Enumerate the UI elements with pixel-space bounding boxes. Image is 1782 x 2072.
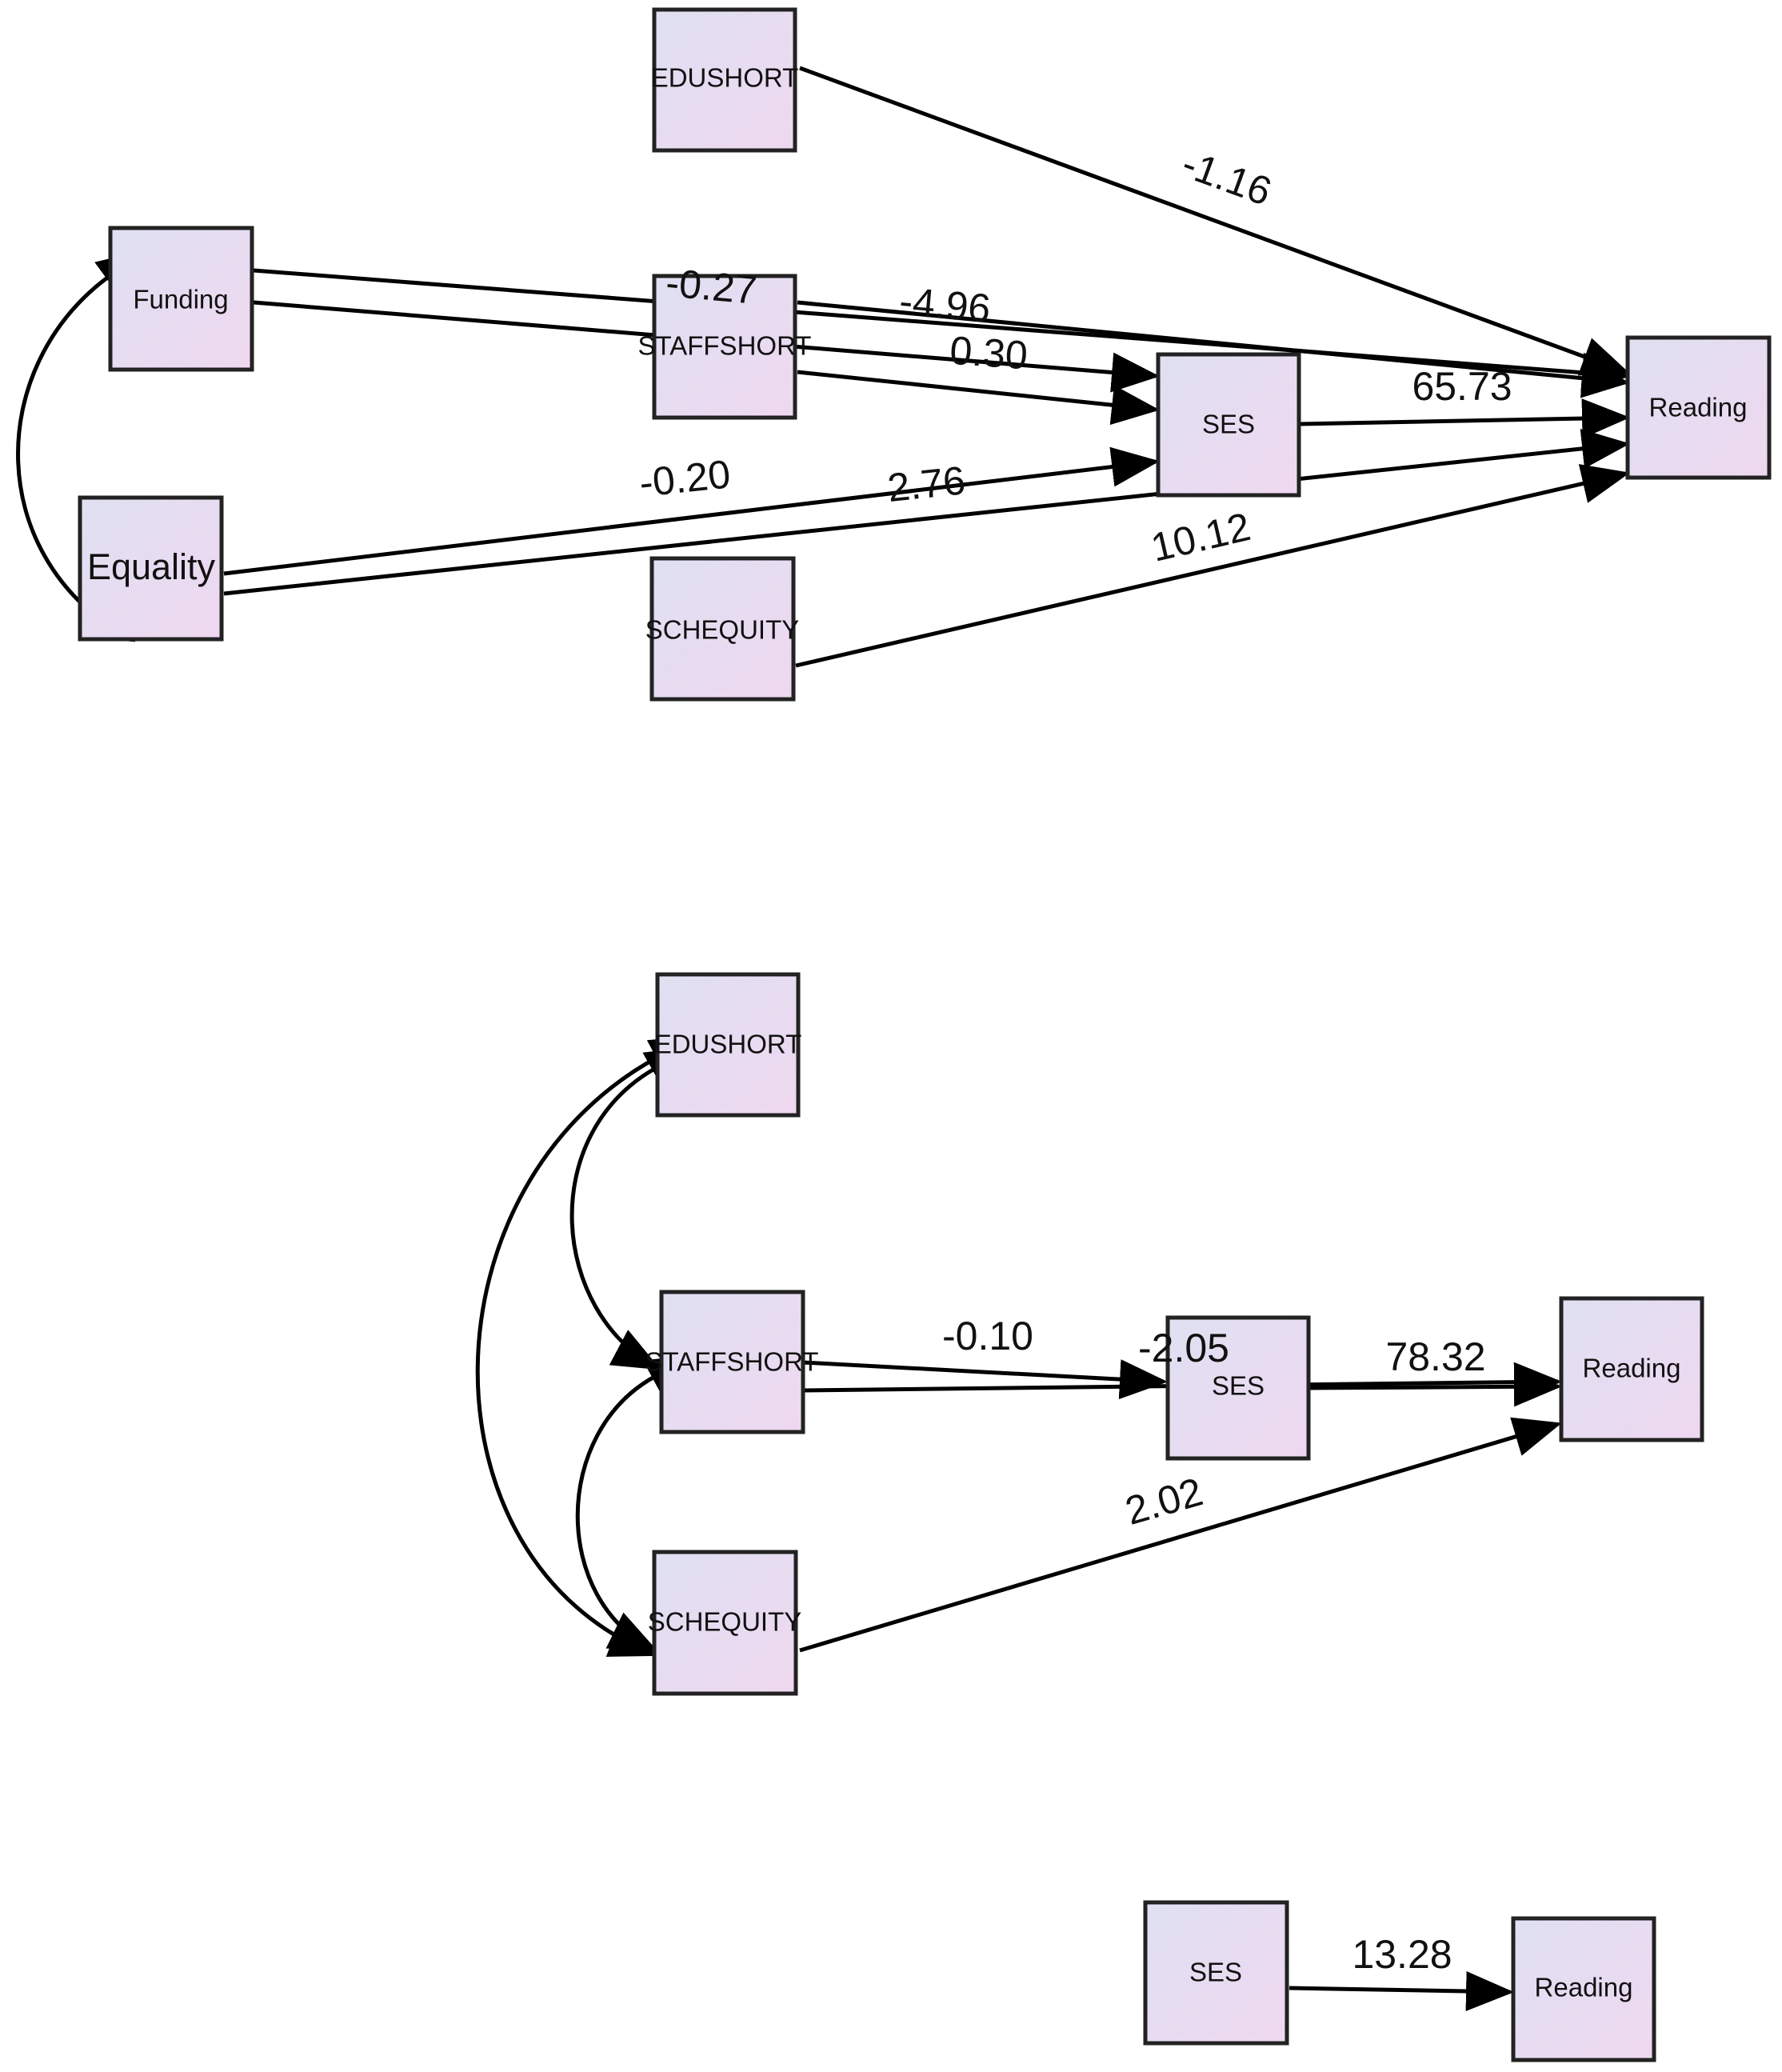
covariance-edushort-schequity xyxy=(475,1035,699,1657)
node-label: STAFFSHORT xyxy=(645,1347,819,1377)
node-reading: Reading xyxy=(1625,335,1772,480)
coef-ses-reading: 78.32 xyxy=(1385,1334,1485,1379)
node-schequity: SCHEQUITY xyxy=(645,556,800,702)
node-label: SES xyxy=(1189,1958,1242,1987)
coef-ses-reading: 65.73 xyxy=(1412,364,1512,409)
node-ses: SES xyxy=(1165,1315,1311,1461)
edge-ses-to-reading xyxy=(1308,1366,1562,1407)
node-label: Equality xyxy=(87,546,216,587)
node-staffshort: STAFFSHORT xyxy=(638,274,812,420)
node-edushort: EDUSHORT xyxy=(654,972,802,1118)
edge-equality-to-reading xyxy=(223,428,1630,596)
node-equality: Equality xyxy=(78,495,224,642)
node-label: EDUSHORT xyxy=(654,1030,802,1059)
edge-ses-to-reading xyxy=(1289,1971,1514,2011)
coef-equality-reading: 2.76 xyxy=(885,458,968,510)
edge-ses-to-reading xyxy=(1299,398,1630,439)
node-label: Funding xyxy=(133,285,228,314)
edge-edushort-to-reading xyxy=(799,66,1630,376)
covariance-staffshort-schequity xyxy=(575,1354,695,1652)
node-label: EDUSHORT xyxy=(651,63,799,93)
node-label: STAFFSHORT xyxy=(638,331,812,361)
node-label: SES xyxy=(1202,410,1255,439)
node-label: Reading xyxy=(1535,1973,1633,2002)
edge-equality-to-ses xyxy=(223,446,1160,576)
coef-ses-reading: 13.28 xyxy=(1352,1932,1452,1977)
node-funding: Funding xyxy=(108,226,254,372)
edge-staffshort-to-ses xyxy=(797,370,1160,426)
coef-equality-ses: -0.20 xyxy=(637,451,733,506)
coef-schequity-reading: 2.02 xyxy=(1121,1469,1208,1534)
coef-staffshort-ses: -0.27 xyxy=(664,260,758,313)
edge-staffshort-to-reading xyxy=(797,300,1630,398)
coef-edushort-reading: -1.16 xyxy=(1177,141,1277,214)
node-label: Reading xyxy=(1583,1354,1681,1383)
node-ses: SES xyxy=(1143,1900,1289,2046)
node-edushort: EDUSHORT xyxy=(651,7,799,153)
panel-1-edges xyxy=(16,66,1630,668)
node-reading: Reading xyxy=(1559,1296,1704,1442)
edge-schequity-to-reading xyxy=(795,464,1630,668)
coef-schequity-reading: 10.12 xyxy=(1147,504,1255,570)
panel-1-full-model: EDUSHORT Funding STAFFSHORT SES Reading … xyxy=(16,7,1772,702)
node-label: SCHEQUITY xyxy=(648,1607,802,1637)
edge-staffshort-to-ses xyxy=(802,1359,1168,1400)
node-label: SES xyxy=(1212,1371,1265,1401)
panel-2-edges xyxy=(475,1035,1562,1657)
panel-3-model: SES Reading 13.28 xyxy=(1143,1900,1656,2062)
node-label: Reading xyxy=(1649,393,1748,422)
coef-staffshort-reading: -4.96 xyxy=(897,278,992,331)
coef-funding-ses: 0.30 xyxy=(949,328,1029,378)
node-schequity: SCHEQUITY xyxy=(648,1550,802,1696)
node-label: SCHEQUITY xyxy=(645,615,800,645)
node-staffshort: STAFFSHORT xyxy=(645,1290,819,1434)
node-reading: Reading xyxy=(1511,1916,1656,2062)
coef-staffshort-ses: -0.10 xyxy=(942,1314,1033,1358)
coef-staffshort-reading: -2.05 xyxy=(1138,1326,1229,1370)
node-ses: SES xyxy=(1156,352,1301,498)
edge-schequity-to-reading xyxy=(799,1417,1562,1653)
panel-2-model: EDUSHORT STAFFSHORT SES Reading SCHEQUIT… xyxy=(475,972,1704,1696)
